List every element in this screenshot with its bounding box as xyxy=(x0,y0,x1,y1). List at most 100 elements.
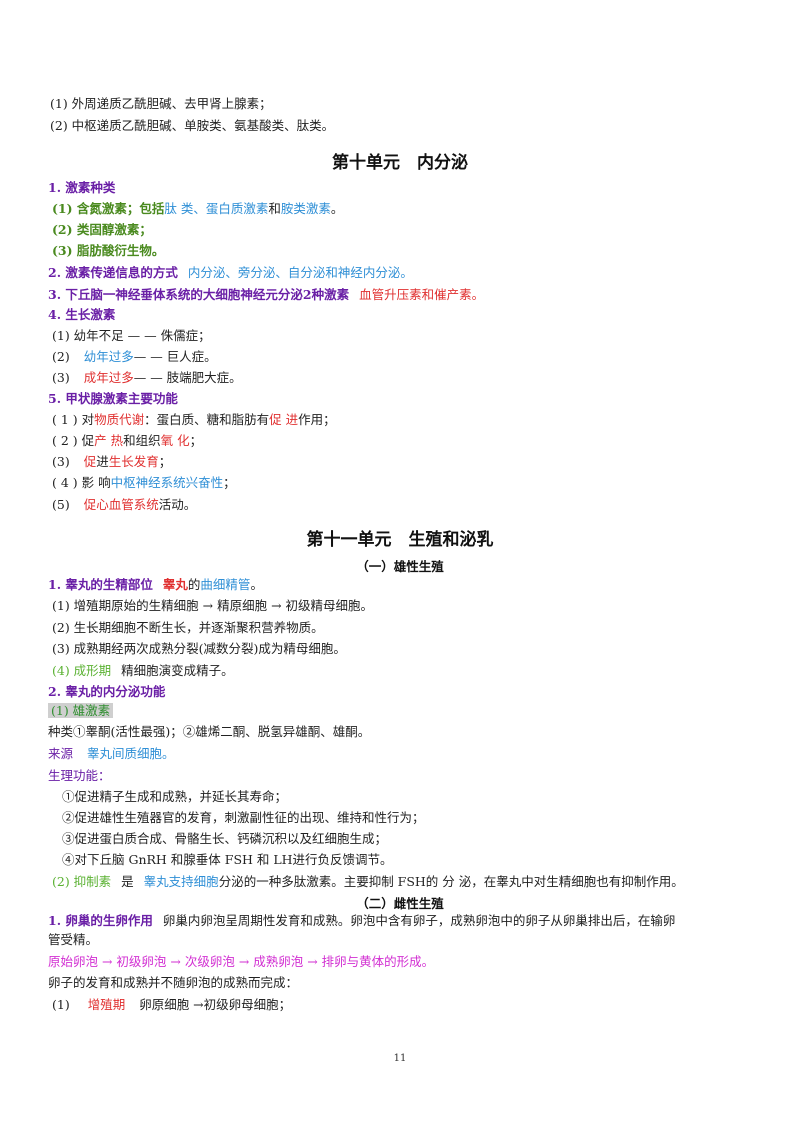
text-line: ③促进蛋白质合成、骨骼生长、钙磷沉积以及红细胞生成； xyxy=(62,831,388,846)
section-heading: 3. 下丘脑一神经垂体系统的大细胞神经元分泌2种激素 血管升压素和催产素。 xyxy=(48,287,484,303)
text-span: 幼年过多 xyxy=(83,349,134,364)
section-heading: 2. 激素传递信息的方式 内分泌、旁分泌、自分泌和神经内分泌。 xyxy=(48,265,413,281)
text-span: 促 xyxy=(83,454,97,469)
text-line: ④对下丘脑 GnRH 和腺垂体 FSH 和 LH进行负反馈调节。 xyxy=(62,852,393,867)
text-span: 睾丸间质细胞。 xyxy=(87,746,175,761)
text-line: 种类①睾酮(活性最强)；②雄烯二酮、脱氢异雄酮、雄酮。 xyxy=(48,724,371,739)
text-span: 活动。 xyxy=(158,497,197,512)
highlighted-label: (1) 雄激素 xyxy=(48,703,114,718)
text-line: (4) 成形期 精细胞演变成精子。 xyxy=(52,663,234,679)
text-span: ； xyxy=(223,475,236,490)
text-span: 。 xyxy=(250,577,263,592)
text-span: 睾丸支持细胞 xyxy=(143,874,219,889)
text-span: 分泌的一种多肽激素。主要抑制 FSH的 分 泌，在睾丸中对生精细胞也有抑制作用。 xyxy=(218,874,684,889)
subsection-title: （二）雌性生殖 xyxy=(356,896,444,911)
text-span: ； xyxy=(158,454,172,469)
subsection-title: （一）雄性生殖 xyxy=(356,559,444,574)
text-span: 肽 类、蛋白质激素 xyxy=(164,201,269,216)
section-heading: 5. 甲状腺激素主要功能 xyxy=(48,391,178,406)
text-line: (1) 增殖期原始的生精细胞 → 精原细胞 → 初级精母细胞。 xyxy=(52,598,374,613)
text-line: ①促进精子生成和成熟，并延长其寿命； xyxy=(62,789,288,804)
text-span: 曲细精管 xyxy=(200,577,251,592)
text-line: (1) 外周递质乙酰胆碱、去甲肾上腺素； xyxy=(50,96,272,111)
text-span: 进 xyxy=(96,454,109,469)
text-span: 卵原细胞 →初级卵母细胞； xyxy=(139,997,292,1012)
text-span: 1. 睾丸的生精部位 xyxy=(48,577,153,592)
text-span: 是 xyxy=(121,874,134,889)
text-span: — — 肢端肥大症。 xyxy=(133,370,242,385)
text-span: 。 xyxy=(330,201,344,216)
text-span: ：蛋白质、糖和脂肪有 xyxy=(144,412,270,427)
text-line: (2) 幼年过多— — 巨人症。 xyxy=(52,349,217,365)
text-line: (2) 类固醇激素； xyxy=(52,222,152,237)
text-span: 内分泌、旁分泌、自分泌和神经内分泌。 xyxy=(187,265,413,280)
text-span: 1. 卵巢的生卵作用 xyxy=(48,913,153,928)
text-span: 精细胞演变成精子。 xyxy=(121,663,234,678)
text-line: (2) 中枢递质乙酰胆碱、单胺类、氨基酸类、肽类。 xyxy=(50,118,335,133)
section-heading: 4. 生长激素 xyxy=(48,307,116,322)
text-line: (3) 促进生长发育； xyxy=(52,454,171,470)
text-span: 包括 xyxy=(139,201,165,216)
text-line: (1) 幼年不足 — — 侏儒症； xyxy=(52,328,211,343)
text-line: (5) 促心血管系统活动。 xyxy=(52,497,196,513)
text-span: (3) xyxy=(52,370,70,385)
text-line: (2) 生长期细胞不断生长，并逐渐聚积营养物质。 xyxy=(52,620,324,635)
text-line: 来源 睾丸间质细胞。 xyxy=(48,746,175,762)
text-span: (3) xyxy=(52,454,70,469)
text-span: 卵巢内卵泡呈周期性发育和成熟。卵泡中含有卵子，成熟卵泡中的卵子从卵巢排出后，在输… xyxy=(162,913,676,928)
text-span: 产 热 xyxy=(94,433,124,448)
section-heading: 1. 激素种类 xyxy=(48,180,116,195)
text-line: (1) 增殖期 卵原细胞 →初级卵母细胞； xyxy=(52,997,291,1013)
text-span: — — 巨人症。 xyxy=(133,349,217,364)
unit-title: 第十单元 内分泌 xyxy=(332,153,468,173)
text-span: 生长发育 xyxy=(108,454,159,469)
text-span: 物质代谢 xyxy=(94,412,145,427)
text-span: ； xyxy=(189,433,203,448)
text-span: 中枢神经系统兴奋性 xyxy=(110,475,224,490)
text-span: (1) xyxy=(52,997,70,1012)
text-line: (3) 脂肪酸衍生物。 xyxy=(52,243,165,258)
text-span: 3. 下丘脑一神经垂体系统的大细胞神经元分泌2种激素 xyxy=(48,287,350,302)
text-line: (3) 成年过多— — 肢端肥大症。 xyxy=(52,370,242,386)
text-span: 的 xyxy=(187,577,201,592)
text-span: (4) 成形期 xyxy=(52,663,112,678)
text-span: (2) xyxy=(52,349,70,364)
text-line: ( 1 ) 对物质代谢：蛋白质、糖和脂肪有促 进作用； xyxy=(52,412,336,428)
text-line: (1) 含氮激素；包括肽 类、蛋白质激素和胺类激素。 xyxy=(52,201,343,217)
text-line: ②促进雄性生殖器官的发育，刺激副性征的出现、维持和性行为； xyxy=(62,810,425,825)
text-span: 和 xyxy=(268,201,281,216)
text-span: 促 进 xyxy=(269,412,299,427)
text-span: 增殖期 xyxy=(87,997,126,1012)
text-span: ( 4 ) 影 响 xyxy=(52,475,111,490)
text-span: (5) xyxy=(52,497,70,512)
section-heading: 1. 睾丸的生精部位 睾丸的曲细精管。 xyxy=(48,577,263,593)
text-line: 管受精。 xyxy=(48,932,99,947)
text-span: 胺类激素 xyxy=(280,201,331,216)
text-line: ( 4 ) 影 响中枢神经系统兴奋性； xyxy=(52,475,236,491)
text-span: ( 2 ) 促 xyxy=(52,433,95,448)
text-line: (2) 抑制素 是 睾丸支持细胞分泌的一种多肽激素。主要抑制 FSH的 分 泌，… xyxy=(52,874,684,890)
text-span: 睾丸 xyxy=(162,577,188,592)
text-line: 生理功能： xyxy=(48,768,111,783)
text-span: 氧 化 xyxy=(160,433,190,448)
text-span: 作用； xyxy=(298,412,336,427)
text-line: (3) 成熟期经两次成熟分裂(减数分裂)成为精母细胞。 xyxy=(52,641,346,656)
section-heading: 2. 睾丸的内分泌功能 xyxy=(48,684,166,699)
text-span: 来源 xyxy=(48,746,74,761)
text-span: (2) 抑制素 xyxy=(52,874,112,889)
page-number: 11 xyxy=(393,1053,407,1064)
unit-title: 第十一单元 生殖和泌乳 xyxy=(306,530,494,550)
text-span: 成年过多 xyxy=(83,370,134,385)
text-span: 促心血管系统 xyxy=(83,497,159,512)
text-line: 原始卵泡 → 初级卵泡 → 次级卵泡 → 成熟卵泡 → 排卵与黄体的形成。 xyxy=(48,954,435,969)
text-line: ( 2 ) 促产 热和组织氧 化； xyxy=(52,433,202,449)
text-span: ( 1 ) 对 xyxy=(52,412,95,427)
text-span: (1) 含氮激素； xyxy=(52,201,140,216)
text-line: (1) 雄激素 xyxy=(48,703,114,719)
text-line: 卵子的发育和成熟并不随卵泡的成熟而完成： xyxy=(48,975,299,990)
text-span: 2. 激素传递信息的方式 xyxy=(48,265,178,280)
text-span: 血管升压素和催产素。 xyxy=(359,287,485,302)
text-line: 1. 卵巢的生卵作用 卵巢内卵泡呈周期性发育和成熟。卵泡中含有卵子，成熟卵泡中的… xyxy=(48,913,675,929)
text-span: 和组织 xyxy=(123,433,161,448)
